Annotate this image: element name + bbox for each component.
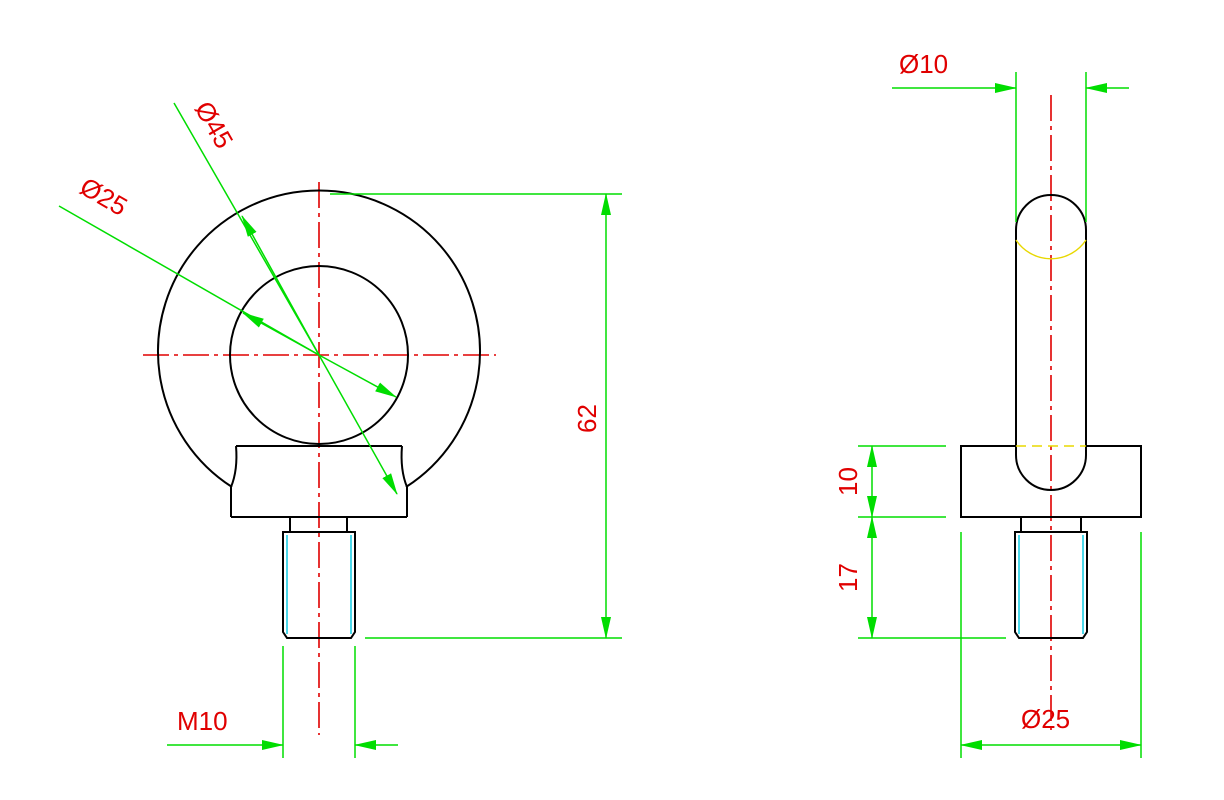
inner-diameter-label: Ø25 xyxy=(75,171,133,222)
dim-inner-diameter-line xyxy=(242,312,320,356)
dim-inner-diameter-leader xyxy=(58,205,320,356)
outer-diameter-label: Ø45 xyxy=(189,96,240,154)
dim-outer-diameter-line-b xyxy=(318,354,398,495)
front-outline xyxy=(157,189,481,639)
dim-inner-diameter-line-b xyxy=(318,354,397,398)
side-outline xyxy=(960,194,1142,639)
dim-outer-diameter-line xyxy=(241,215,320,356)
side-dimension-labels: Ø10 10 17 Ø25 xyxy=(833,49,1070,734)
collar-height-label: 10 xyxy=(833,467,863,496)
front-dimensions xyxy=(58,102,622,758)
front-thread-minor-lines xyxy=(286,535,352,634)
front-inner-ring xyxy=(229,265,409,445)
front-outer-ring xyxy=(157,189,481,488)
front-collar-left-fillet xyxy=(230,445,238,488)
side-rod-slot xyxy=(1015,194,1087,491)
collar-diameter-label: Ø25 xyxy=(1021,704,1070,734)
side-dimensions xyxy=(858,72,1142,758)
side-view: Ø10 10 17 Ø25 xyxy=(833,49,1142,758)
front-collar-right-fillet xyxy=(400,445,408,488)
side-thread-shank xyxy=(1014,531,1088,639)
rod-diameter-label: Ø10 xyxy=(899,49,948,79)
front-centerlines xyxy=(143,182,496,735)
height-label: 62 xyxy=(572,404,602,433)
front-view: Ø45 Ø25 62 M10 xyxy=(58,96,622,758)
thread-label: M10 xyxy=(177,706,228,736)
side-thread-minor-lines xyxy=(1018,535,1084,634)
side-hidden-arc xyxy=(1015,239,1087,260)
side-collar xyxy=(960,445,1142,518)
front-thread-shank xyxy=(282,531,356,639)
side-hidden-lines xyxy=(1015,239,1087,447)
thread-length-label: 17 xyxy=(833,563,863,592)
